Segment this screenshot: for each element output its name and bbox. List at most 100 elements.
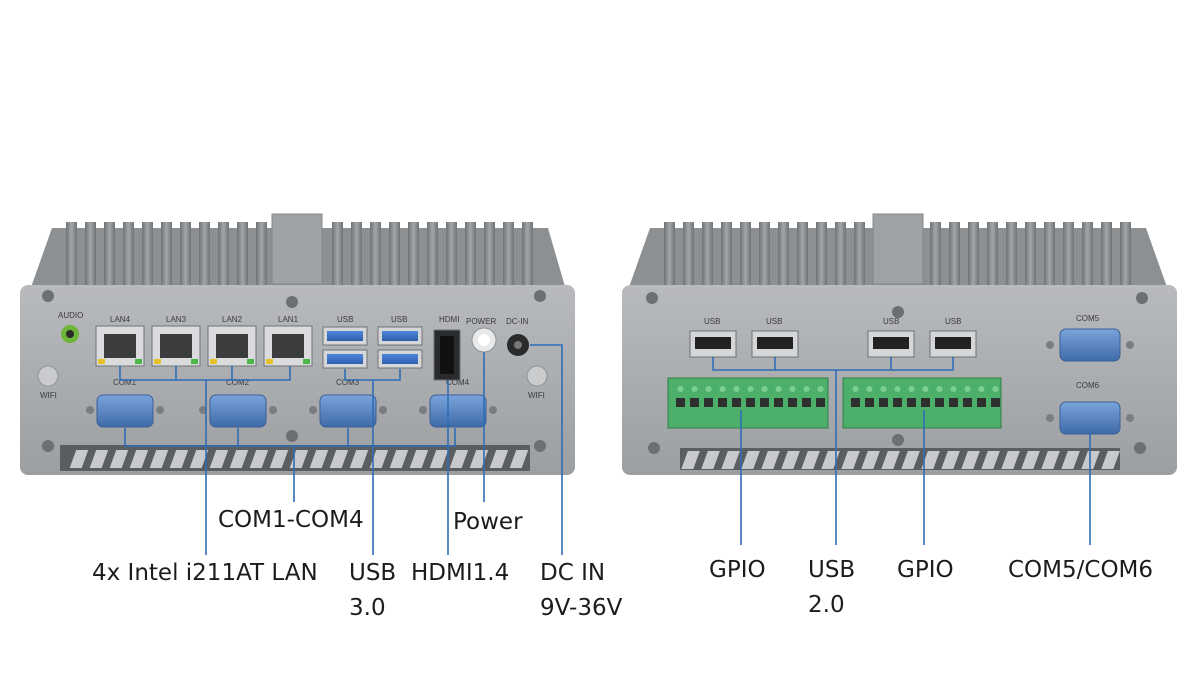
vent-slot bbox=[229, 450, 249, 468]
callout-usb20-line1: USB bbox=[808, 557, 856, 583]
terminal-screw bbox=[964, 386, 971, 392]
usb2-port-1: USB bbox=[689, 317, 737, 358]
terminal-pin bbox=[760, 398, 769, 407]
vent-slot bbox=[449, 450, 469, 468]
heatsink-fin bbox=[987, 222, 998, 286]
heatsink-fin bbox=[522, 222, 533, 286]
terminal-pin bbox=[788, 398, 797, 407]
heatsink-fin bbox=[66, 222, 77, 286]
heatsink-fin bbox=[256, 222, 267, 286]
heatsink-fin bbox=[835, 222, 846, 286]
gpio-terminal-left bbox=[667, 377, 829, 429]
heatsink-fin bbox=[85, 222, 96, 286]
heatsink-fin bbox=[968, 222, 979, 286]
terminal-pin bbox=[816, 398, 825, 407]
heatsink-fin bbox=[683, 222, 694, 286]
terminal-screw bbox=[852, 386, 859, 392]
left-center-handle bbox=[271, 213, 323, 285]
terminal-screw bbox=[950, 386, 957, 392]
hdmi-port: HDMI bbox=[433, 315, 461, 381]
screw-icon bbox=[646, 292, 658, 304]
heatsink-fin bbox=[503, 222, 514, 286]
heatsink-fin bbox=[427, 222, 438, 286]
lan-port-3: LAN3 bbox=[151, 315, 201, 367]
terminal-screw bbox=[978, 386, 985, 392]
right-fins bbox=[664, 222, 1131, 286]
heatsink-fin bbox=[854, 222, 865, 286]
vent-slot bbox=[329, 450, 349, 468]
callout-gpio-left: GPIO bbox=[709, 557, 766, 583]
terminal-screw bbox=[719, 386, 726, 392]
terminal-pin bbox=[921, 398, 930, 407]
usb2-label-1: USB bbox=[704, 317, 720, 326]
usb3-label-1: USB bbox=[337, 315, 353, 324]
screw-icon bbox=[42, 440, 54, 452]
terminal-pin bbox=[746, 398, 755, 407]
com3-label: COM3 bbox=[336, 378, 360, 387]
callout-usb30-line2: 3.0 bbox=[349, 595, 386, 621]
terminal-screw bbox=[894, 386, 901, 392]
heatsink-fin bbox=[484, 222, 495, 286]
screw-icon bbox=[286, 296, 298, 308]
wifi-antenna-icon bbox=[37, 365, 59, 387]
heatsink-fin bbox=[1044, 222, 1055, 286]
terminal-screw bbox=[677, 386, 684, 392]
terminal-pin bbox=[991, 398, 1000, 407]
terminal-pin bbox=[676, 398, 685, 407]
terminal-screw bbox=[775, 386, 782, 392]
terminal-pin bbox=[690, 398, 699, 407]
usb2-label-2: USB bbox=[766, 317, 782, 326]
terminal-screw bbox=[936, 386, 943, 392]
com-port-4: COM4 bbox=[419, 378, 497, 428]
usb2-port-4: USB bbox=[929, 317, 977, 358]
screw-icon bbox=[1134, 442, 1146, 454]
heatsink-fin bbox=[104, 222, 115, 286]
lan2-label: LAN2 bbox=[222, 315, 243, 324]
vent-slot bbox=[981, 451, 1000, 469]
callout-power: Power bbox=[453, 509, 523, 535]
vent-slot bbox=[801, 451, 820, 469]
vent-slot bbox=[761, 451, 780, 469]
terminal-pin bbox=[774, 398, 783, 407]
vent-slot bbox=[69, 450, 89, 468]
heatsink-fin bbox=[370, 222, 381, 286]
screw-icon bbox=[534, 440, 546, 452]
terminal-pin bbox=[949, 398, 958, 407]
vent-slot bbox=[721, 451, 740, 469]
hdmi-label: HDMI bbox=[439, 315, 459, 324]
com4-label: COM4 bbox=[446, 378, 470, 387]
screw-icon bbox=[648, 442, 660, 454]
terminal-screw bbox=[817, 386, 824, 392]
left-vent-slots bbox=[69, 450, 529, 468]
heatsink-fin bbox=[332, 222, 343, 286]
lan-port-1: LAN1 bbox=[263, 315, 313, 367]
callout-hdmi: HDMI1.4 bbox=[411, 560, 510, 586]
terminal-pin bbox=[851, 398, 860, 407]
heatsink-fin bbox=[930, 222, 941, 286]
terminal-screw bbox=[691, 386, 698, 392]
audio-label: AUDIO bbox=[58, 311, 83, 320]
lan-port-4: LAN4 bbox=[95, 315, 145, 367]
right-center-handle bbox=[872, 213, 924, 285]
vent-slot bbox=[921, 451, 940, 469]
vent-slot bbox=[189, 450, 209, 468]
heatsink-fin bbox=[351, 222, 362, 286]
heatsink-fin bbox=[702, 222, 713, 286]
vent-slot bbox=[309, 450, 329, 468]
usb2-port-2: USB bbox=[751, 317, 799, 358]
heatsink-fin bbox=[949, 222, 960, 286]
vent-slot bbox=[269, 450, 289, 468]
vent-slot bbox=[941, 451, 960, 469]
heatsink-fin bbox=[740, 222, 751, 286]
terminal-screw bbox=[705, 386, 712, 392]
terminal-screw bbox=[733, 386, 740, 392]
right-device: USB USB USB USB COM5 bbox=[622, 213, 1177, 475]
wifi-left-label: WIFI bbox=[40, 391, 57, 400]
vent-slot bbox=[249, 450, 269, 468]
heatsink-fin bbox=[389, 222, 400, 286]
callout-com5-com6: COM5/COM6 bbox=[1008, 557, 1154, 583]
screw-icon bbox=[892, 306, 904, 318]
callout-line-usb20 bbox=[712, 357, 954, 545]
screw-icon bbox=[42, 290, 54, 302]
wifi-right-label: WIFI bbox=[528, 391, 545, 400]
